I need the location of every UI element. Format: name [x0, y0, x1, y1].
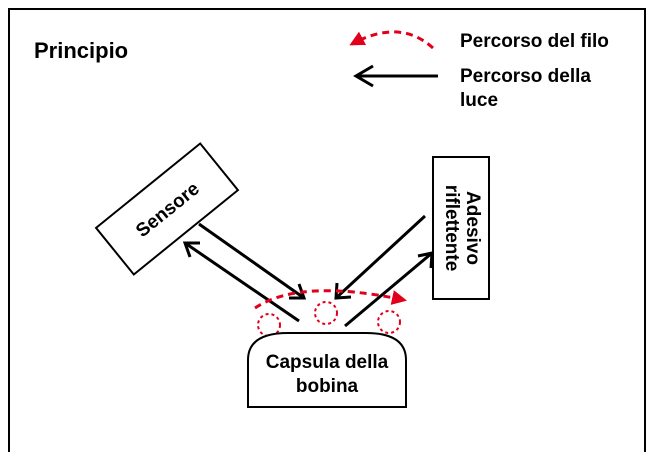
reflector-label-line1: Adesivo: [462, 191, 483, 265]
legend-light-arrow-icon: [353, 64, 438, 88]
frame-border: [8, 8, 646, 452]
light-arrow-to-sensor: [182, 241, 300, 323]
legend-thread-arrow-icon: [349, 30, 435, 50]
diagram-title: Principio: [34, 38, 128, 63]
legend-light-label-line1: Percorso della: [460, 66, 591, 87]
light-arrow-to-coil: [198, 222, 307, 300]
reflector-label-line2: riflettente: [441, 185, 462, 272]
thread-position-right: [377, 310, 401, 334]
bobbin-label-line2: bobina: [296, 376, 359, 397]
thread-position-left: [257, 313, 281, 337]
thread-path-arrow: [254, 289, 407, 310]
legend-thread-label: Percorso del filo: [460, 31, 609, 52]
light-arrow-from-reflector: [334, 214, 427, 300]
thread-position-middle: [314, 301, 338, 325]
sensor-box: Sensore: [94, 142, 240, 276]
legend-light-label-line2: luce: [460, 90, 498, 111]
bobbin-label-line1: Capsula della: [266, 352, 389, 373]
bobbin-capsule: [247, 332, 407, 408]
reflector-box: [432, 156, 490, 300]
light-arrow-to-reflector: [344, 251, 434, 328]
